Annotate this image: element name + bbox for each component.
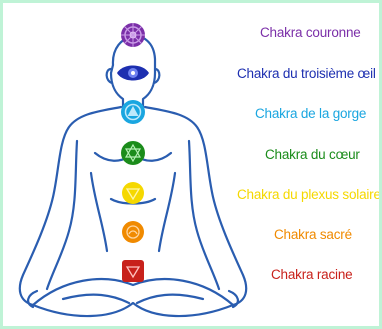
chakra-label-heart: Chakra du cœur bbox=[265, 147, 360, 163]
chakra-label-root: Chakra racine bbox=[271, 267, 352, 283]
chakra-label-third-eye: Chakra du troisième œil bbox=[237, 66, 376, 82]
root-chakra-icon bbox=[122, 260, 144, 282]
chakra-label-solar-plexus: Chakra du plexus solaire bbox=[237, 187, 381, 203]
chakra-label-throat: Chakra de la gorge bbox=[255, 106, 366, 122]
chakra-label-crown: Chakra couronne bbox=[260, 25, 361, 41]
crown-chakra-icon bbox=[121, 23, 145, 47]
third-eye-chakra-icon bbox=[117, 66, 149, 81]
heart-chakra-icon bbox=[121, 141, 145, 165]
sacral-chakra-icon bbox=[122, 221, 144, 243]
solar-plexus-chakra-icon bbox=[122, 182, 144, 204]
chakra-label-sacral: Chakra sacré bbox=[274, 227, 352, 243]
throat-chakra-icon bbox=[121, 100, 145, 124]
